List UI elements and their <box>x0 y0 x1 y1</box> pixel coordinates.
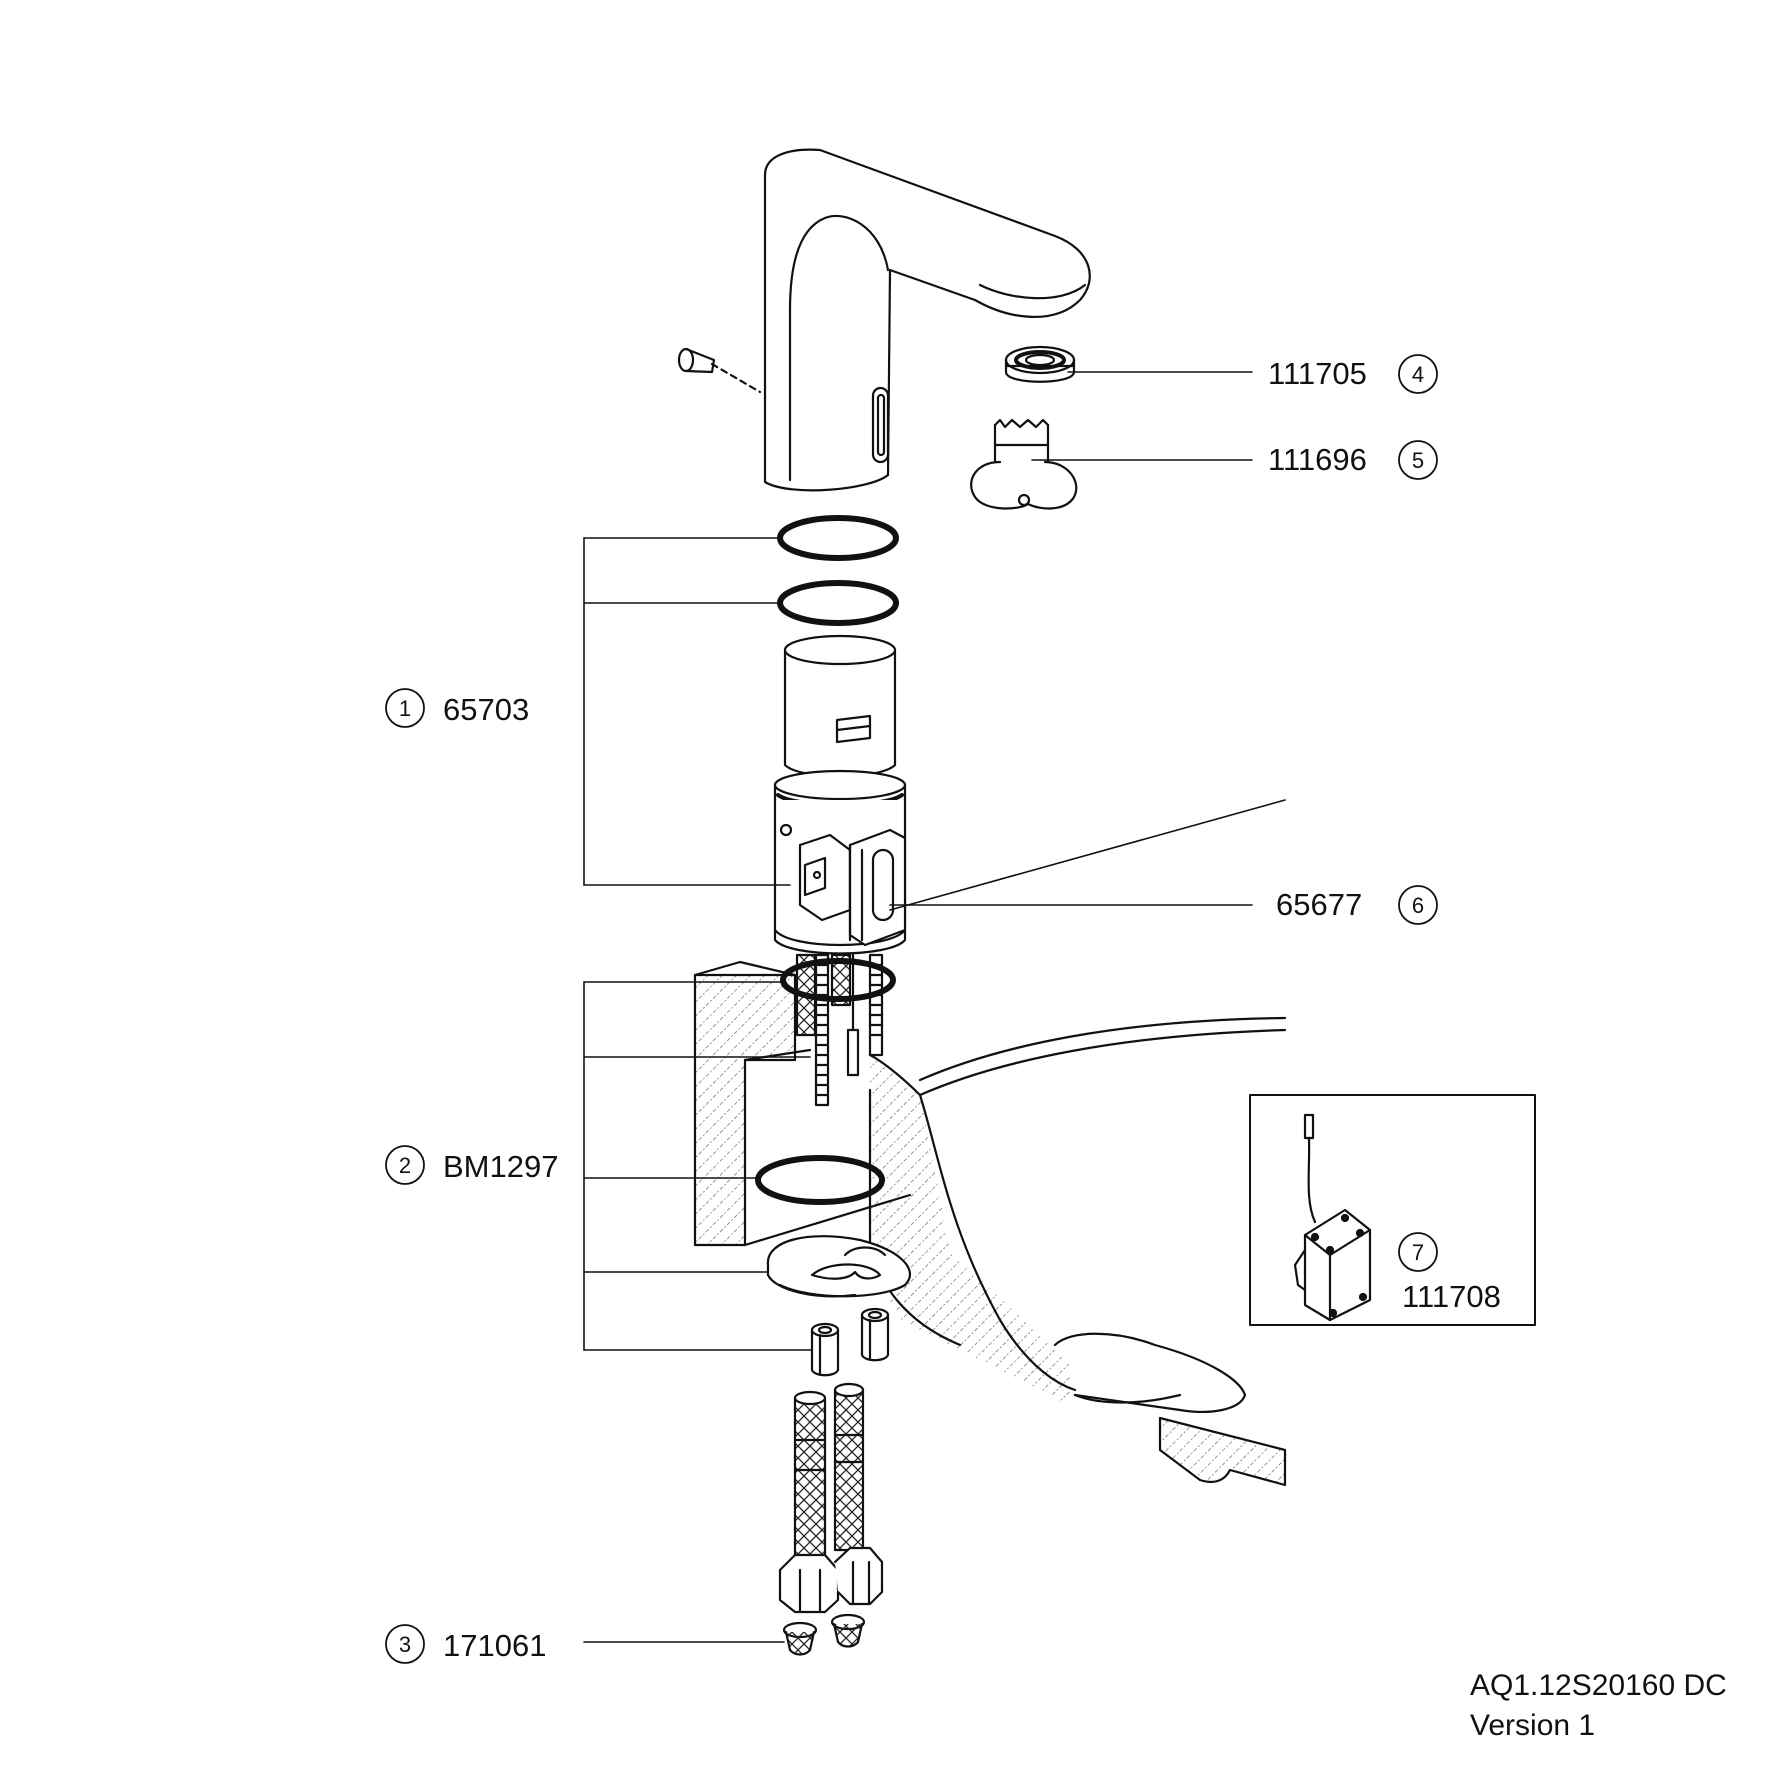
callout-label-1: 1 65703 <box>399 692 529 727</box>
callout-number-6: 6 <box>1412 893 1424 918</box>
part-number-3: 171061 <box>443 1628 546 1663</box>
filter-strainers-part-3 <box>782 1613 866 1656</box>
faucet-body <box>763 148 1091 492</box>
callout-number-4: 4 <box>1412 362 1424 387</box>
flex-hoses <box>778 1382 884 1614</box>
aerator-part-4 <box>1004 345 1076 383</box>
footer: AQ1.12S20160 DC Version 1 <box>1470 1669 1727 1742</box>
callout-label-4: 111705 4 <box>1268 356 1424 391</box>
horseshoe-washer <box>766 1235 912 1298</box>
o-rings-top <box>777 515 899 626</box>
callout-number-5: 5 <box>1412 448 1424 473</box>
part-number-1: 65703 <box>443 692 529 727</box>
callout-number-2: 2 <box>399 1153 411 1178</box>
callout-number-7: 7 <box>1412 1240 1424 1265</box>
part-number-6: 65677 <box>1276 887 1362 922</box>
aerator-key-part-5 <box>970 418 1078 510</box>
callout-label-6: 65677 6 <box>1276 887 1424 922</box>
callout-label-2: 2 BM1297 <box>399 1149 559 1184</box>
drawing-code: AQ1.12S20160 DC <box>1470 1669 1727 1702</box>
part-number-2: BM1297 <box>443 1149 558 1184</box>
part-number-7: 111708 <box>1402 1279 1501 1314</box>
mounting-nuts <box>810 1307 890 1377</box>
electronics-module-inset <box>1249 1094 1536 1326</box>
threaded-studs <box>795 953 884 1107</box>
callout-circles <box>385 354 1438 1664</box>
callout-number-3: 3 <box>399 1632 411 1657</box>
countertop-section <box>693 960 1287 1487</box>
callout-label-3: 3 171061 <box>399 1628 547 1663</box>
callout-label-7: 7 111708 <box>1402 1240 1501 1314</box>
o-rings-middle <box>755 958 896 1205</box>
callout-label-5: 111696 5 <box>1268 442 1424 477</box>
part-number-4: 111705 <box>1268 356 1367 391</box>
leader-lines <box>583 371 1286 1643</box>
solenoid-valve-part-6 <box>773 634 907 955</box>
part-number-5: 111696 <box>1268 442 1367 477</box>
callout-number-1: 1 <box>399 696 411 721</box>
set-screw <box>677 347 762 394</box>
version-label: Version 1 <box>1470 1709 1595 1742</box>
